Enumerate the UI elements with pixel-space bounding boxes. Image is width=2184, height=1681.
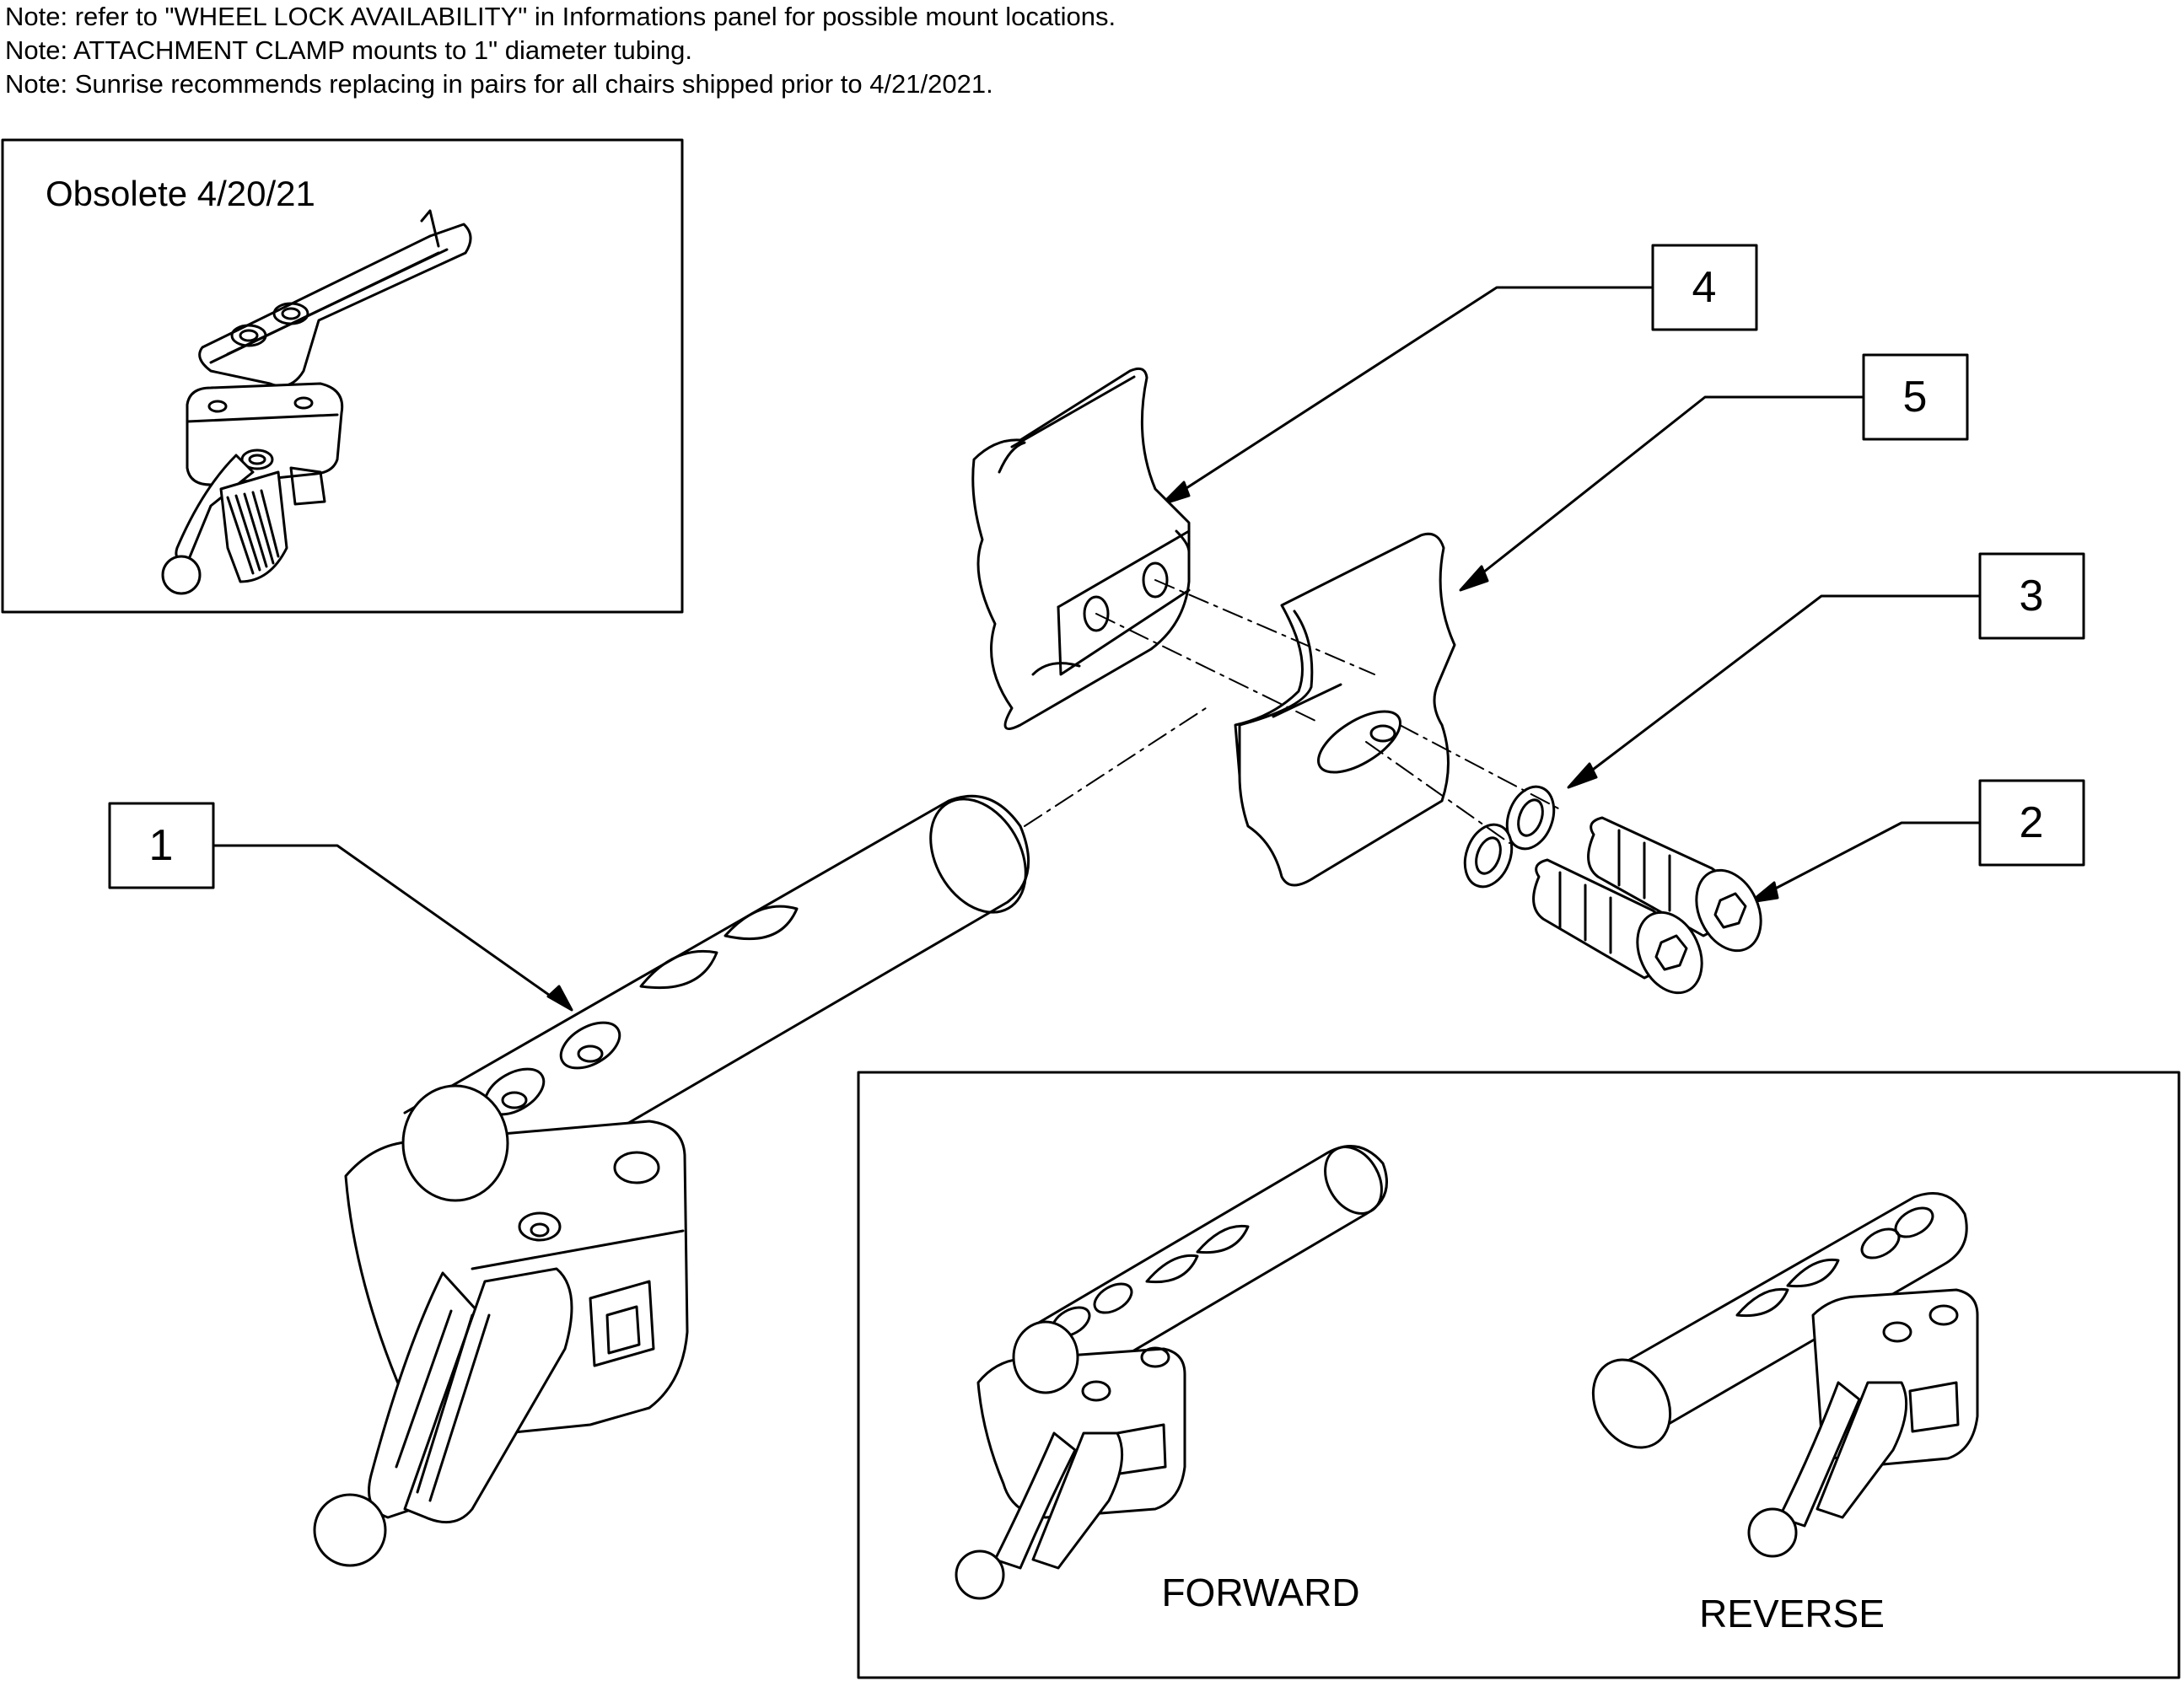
- notes-block: Note: refer to "WHEEL LOCK AVAILABILITY"…: [5, 0, 1116, 101]
- callout-4: 4: [1160, 244, 1758, 506]
- obsolete-wheel-lock-illustration: [161, 209, 472, 595]
- part-1-wheel-lock: [313, 794, 1030, 1567]
- part-3-lock-washers: [1463, 785, 1556, 889]
- callout-1: 1: [108, 802, 573, 1012]
- part-4-clamp-half: [971, 367, 1191, 730]
- note-line-2: Note: ATTACHMENT CLAMP mounts to 1" diam…: [5, 35, 693, 65]
- assembly-centerlines: [1024, 579, 1561, 844]
- callout-2-label: 2: [2020, 798, 2044, 847]
- part-2-socket-screws: [1532, 816, 1762, 995]
- forward-label: FORWARD: [1161, 1571, 1359, 1614]
- callout-5: 5: [1459, 353, 1969, 592]
- obsolete-title: Obsolete 4/20/21: [46, 174, 315, 213]
- forward-illustration: [955, 1145, 1388, 1600]
- part-5-clamp-half: [1234, 532, 1456, 887]
- callout-4-label: 4: [1692, 263, 1717, 312]
- callout-5-label: 5: [1903, 373, 1928, 422]
- callout-1-label: 1: [149, 821, 174, 870]
- callout-3-label: 3: [2020, 572, 2044, 620]
- reverse-label: REVERSE: [1699, 1592, 1885, 1635]
- callout-3: 3: [1567, 552, 2085, 789]
- orientation-box: FORWARD REVERSE: [857, 1071, 2181, 1679]
- obsolete-box: Obsolete 4/20/21: [1, 138, 684, 614]
- callout-2: 2: [1749, 779, 2085, 904]
- note-line-1: Note: refer to "WHEEL LOCK AVAILABILITY"…: [5, 2, 1116, 31]
- note-line-3: Note: Sunrise recommends replacing in pa…: [5, 69, 993, 99]
- reverse-illustration: [1591, 1192, 1979, 1558]
